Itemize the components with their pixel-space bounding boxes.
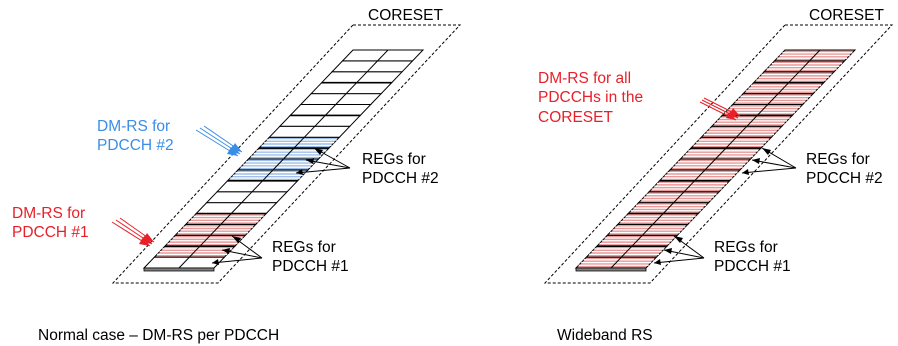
right-regs2-label-line1: REGs for (806, 151, 870, 168)
left-regs1-label-line1: REGs for (272, 239, 336, 256)
right-dmrs-label-line3: CORESET (538, 109, 613, 126)
reg-divider (621, 245, 633, 258)
reg-divider (756, 104, 769, 116)
right-dmrs-arrows (699, 97, 741, 121)
reg-divider (777, 82, 790, 94)
reg-divider (652, 213, 664, 225)
right-caption: Wideband RS (557, 327, 653, 344)
reg-divider (241, 191, 253, 203)
reg-divider (199, 234, 211, 247)
reg-divider (220, 213, 232, 225)
right-dmrs-label-line1: DM-RS for all (538, 70, 631, 87)
reg-divider (736, 125, 748, 138)
reg-divider (704, 158, 716, 171)
reg-divider (641, 224, 654, 236)
reg-divider (366, 60, 378, 73)
reg-divider (683, 180, 695, 193)
left-regs2-arrows (295, 147, 351, 175)
reg-divider (377, 49, 389, 62)
reg-divider (345, 82, 358, 94)
reg-divider (767, 93, 779, 105)
reg-divider (798, 60, 810, 73)
left-regs1-label-line2: PDCCH #1 (272, 258, 349, 275)
reg-divider (324, 104, 337, 116)
reg-divider (314, 115, 326, 127)
reg-divider (189, 245, 201, 258)
right-regs1-arrows (653, 235, 705, 265)
coreset-base (575, 267, 647, 272)
reg-divider (178, 256, 190, 269)
right-regs2-arrows (741, 147, 797, 175)
right-diagram: CORESET DM-RS for all PDCCHs in the CORE… (538, 7, 894, 344)
right-coreset-outline (543, 24, 894, 284)
reg-divider (335, 93, 347, 105)
reg-divider (356, 71, 368, 84)
left-regs2-label-line2: PDCCH #2 (362, 170, 439, 187)
left-dmrs2-label-line2: PDCCH #2 (97, 137, 174, 154)
reg-divider (673, 191, 685, 203)
right-regs1-label-line1: REGs for (714, 239, 778, 256)
right-regs1-label-line2: PDCCH #1 (714, 258, 791, 275)
right-coreset-label: CORESET (809, 7, 884, 24)
reg-divider (631, 234, 643, 247)
reg-divider (283, 147, 295, 160)
right-dmrs-label-line2: PDCCHs in the (538, 89, 643, 106)
reg-divider (610, 256, 622, 269)
reg-divider (272, 158, 284, 171)
reg-divider (809, 49, 821, 62)
left-dmrs1-arrows (111, 217, 155, 247)
left-dmrs1-label-line2: PDCCH #1 (12, 224, 89, 241)
left-dmrs1-label-line1: DM-RS for (12, 205, 85, 222)
reg-divider (746, 115, 758, 127)
reg-divider (293, 136, 305, 149)
coreset-base (143, 267, 215, 272)
reg-divider (715, 147, 727, 160)
left-dmrs2-label-line1: DM-RS for (97, 118, 170, 135)
right-regs2-label-line2: PDCCH #2 (806, 170, 883, 187)
right-reg-grid (574, 49, 857, 272)
reg-divider (262, 169, 274, 182)
left-dmrs2-arrows (195, 125, 243, 157)
reg-divider (725, 136, 737, 149)
reg-divider (788, 71, 800, 84)
reg-divider (694, 169, 706, 182)
left-caption: Normal case – DM-RS per PDCCH (38, 327, 279, 344)
reg-divider (209, 224, 222, 236)
left-regs1-arrows (211, 235, 263, 265)
left-reg-grid (142, 49, 425, 272)
left-coreset-outline (111, 24, 462, 284)
reg-divider (230, 202, 243, 214)
reg-divider (251, 180, 263, 193)
reg-divider (304, 125, 316, 138)
left-regs2-label-line1: REGs for (362, 151, 426, 168)
left-coreset-label: CORESET (368, 7, 443, 24)
reg-divider (662, 202, 675, 214)
left-diagram: CORESET DM-RS for PDCCH #2 DM-RS for PDC… (12, 7, 462, 344)
